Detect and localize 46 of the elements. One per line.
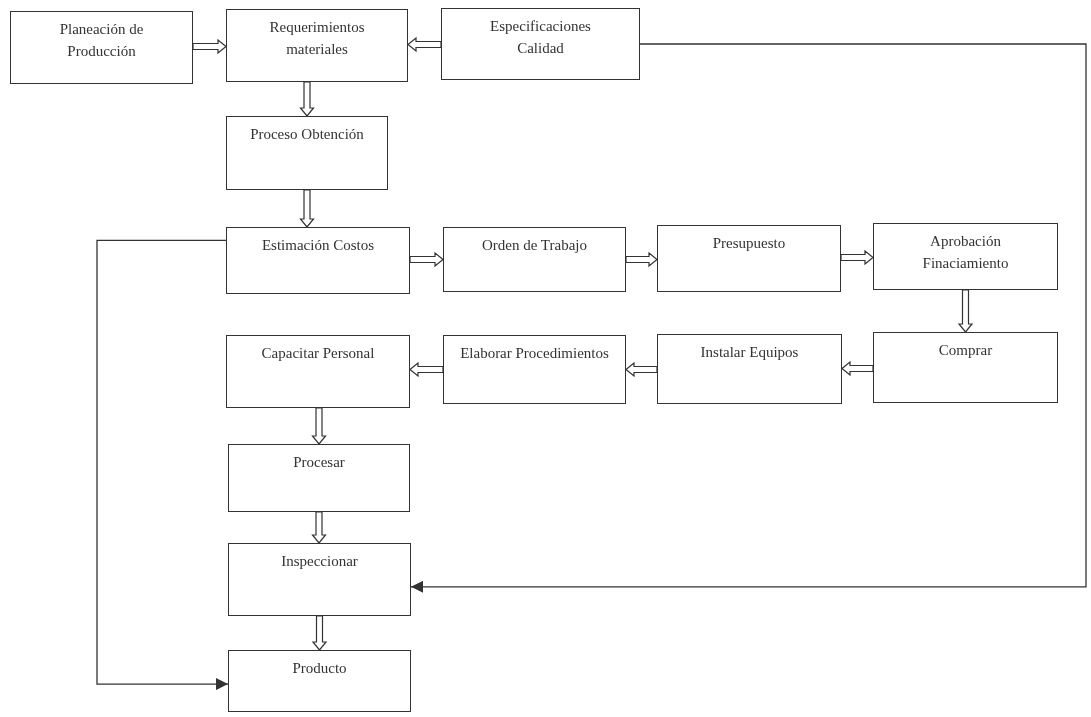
process-box [228,650,411,712]
process-box [441,8,640,80]
box-label: Procesar [292,453,346,472]
box-label: Capacitar Personal [260,344,376,363]
box-label: Orden de Trabajo [481,236,588,255]
box-label: Instalar Equipos [699,343,800,362]
connector-arrow [410,43,1087,593]
hollow-arrow [409,361,444,378]
hollow-arrow [409,251,444,268]
hollow-arrow [299,81,315,117]
process-box [10,11,193,84]
connector-arrow [96,239,229,691]
hollow-arrow [625,251,658,268]
process-box [443,227,626,292]
box-label: Estimación Costos [260,236,376,255]
hollow-arrow [192,38,227,55]
hollow-arrow [311,615,328,651]
hollow-arrow [625,361,658,378]
process-box [873,332,1058,403]
box-label: Producto [291,659,348,678]
box-label: Comprar [937,341,994,360]
box-label: Planeación de Producción [58,20,145,61]
hollow-arrow [841,360,874,377]
box-label: Presupuesto [711,234,787,253]
process-box [228,543,411,616]
process-box [226,335,410,408]
box-label: Elaborar Procedimientos [459,344,610,363]
process-box [873,223,1058,290]
box-label: Especificaciones Calidad [489,17,592,58]
hollow-arrow [407,36,442,53]
hollow-arrow [311,407,327,445]
hollow-arrow [957,289,974,333]
process-box [657,225,841,292]
hollow-arrow [311,511,327,544]
process-box [226,9,408,82]
box-label: Inspeccionar [280,552,359,571]
box-label: Requerimientos materiales [268,18,366,59]
hollow-arrow [840,249,874,266]
process-box [443,335,626,404]
box-label: Proceso Obtención [249,125,365,144]
box-label: Aprobación Finaciamiento [921,232,1010,273]
process-box [228,444,410,512]
process-box [226,227,410,294]
process-box [226,116,388,190]
process-box [657,334,842,404]
hollow-arrow [299,189,315,228]
